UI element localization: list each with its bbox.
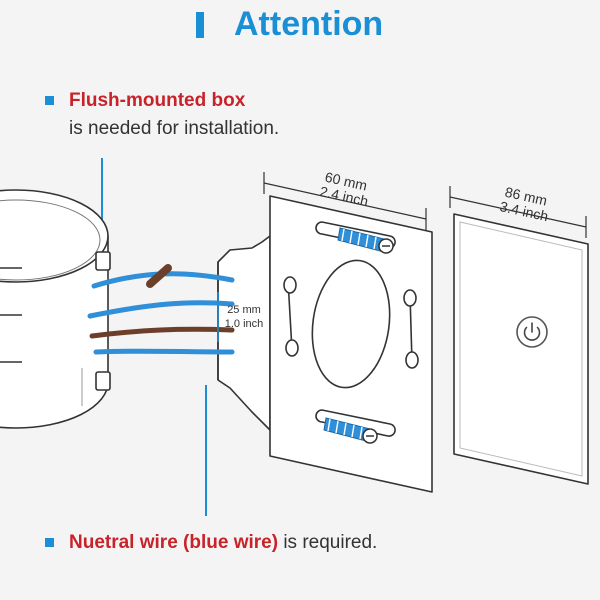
panel-dimension bbox=[449, 186, 587, 238]
switch-housing bbox=[217, 235, 271, 431]
screw-bottom bbox=[323, 417, 378, 444]
depth-inch-label: 1.0 inch bbox=[225, 318, 264, 330]
bullet-square bbox=[45, 538, 54, 547]
bullet-square bbox=[45, 96, 54, 105]
front-panel bbox=[453, 213, 589, 485]
plate-dimension bbox=[263, 172, 427, 230]
neutral-wire-rest: is required. bbox=[278, 532, 378, 553]
box-requirement-highlight: Flush-mounted box bbox=[69, 90, 246, 111]
wires bbox=[87, 264, 235, 355]
neutral-wire-text: Nuetral wire (blue wire) is required. bbox=[69, 530, 377, 556]
depth-mm-label: 25 mm bbox=[227, 304, 261, 316]
neutral-wire-highlight: Nuetral wire (blue wire) bbox=[69, 532, 279, 553]
heading-bar bbox=[196, 12, 204, 38]
heading: Attention bbox=[0, 2, 600, 46]
screw-top bbox=[337, 227, 394, 254]
mounting-plate bbox=[269, 195, 433, 493]
box-requirement-text: is needed for installation. bbox=[69, 118, 280, 139]
flush-mounted-box bbox=[0, 189, 111, 429]
power-icon bbox=[516, 316, 548, 348]
heading-title: Attention bbox=[234, 5, 384, 43]
